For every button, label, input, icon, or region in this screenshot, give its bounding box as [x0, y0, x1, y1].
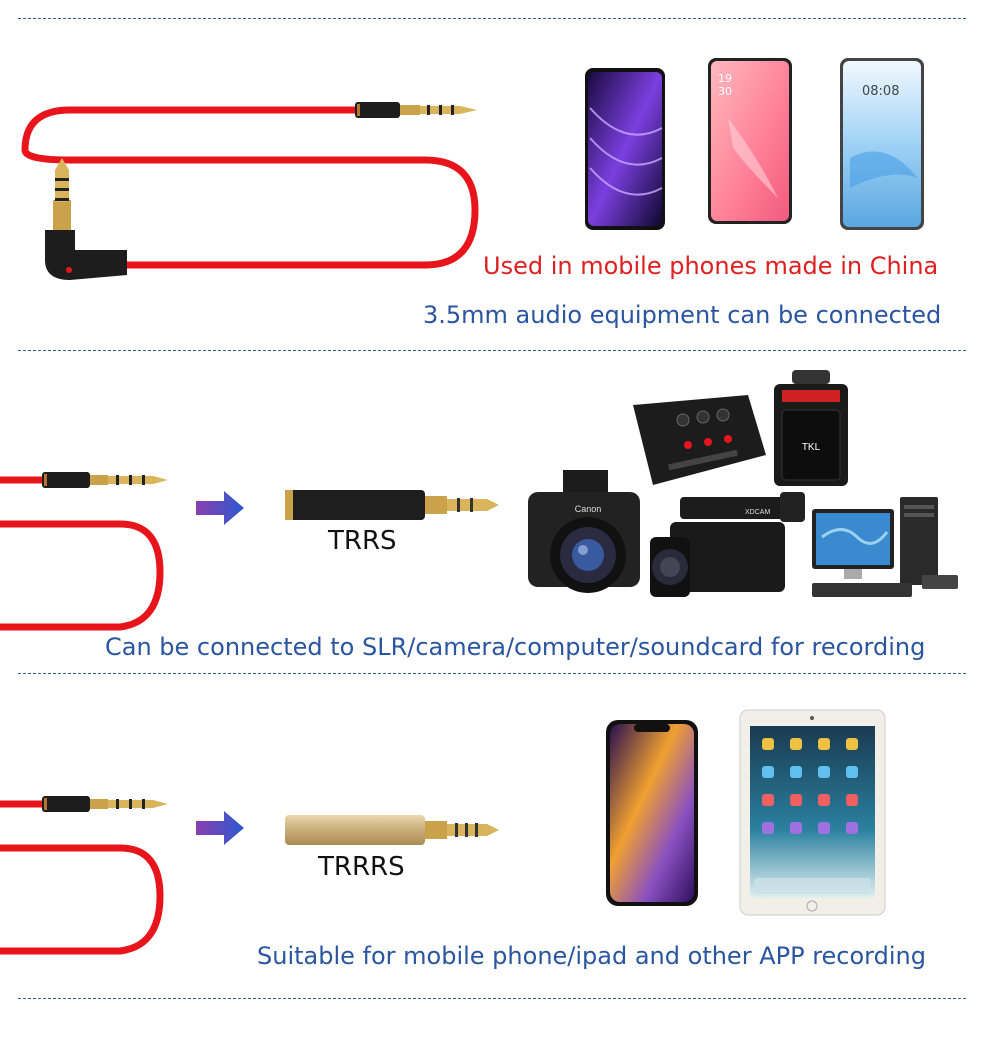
divider-1	[18, 350, 966, 351]
angled-audio-cable	[21, 102, 479, 280]
svg-text:XDCAM: XDCAM	[745, 509, 770, 516]
arrow-right-icon	[196, 491, 244, 525]
desktop-computer-icon	[812, 497, 958, 597]
trrs-label: TRRS	[328, 526, 397, 556]
iphone-icon	[606, 720, 698, 906]
cable-plug-section2	[0, 472, 168, 631]
divider-top	[18, 18, 966, 19]
divider-bottom	[18, 998, 966, 999]
divider-2	[18, 673, 966, 674]
speaker-icon: TKL	[774, 370, 848, 486]
camcorder-icon: XDCAM	[650, 492, 805, 597]
arrow-right-icon	[196, 811, 244, 845]
svg-text:Canon: Canon	[575, 504, 602, 514]
pink-phone-clock: 19 30	[718, 72, 732, 98]
blue-phone-clock: 08:08	[862, 84, 900, 99]
ipad-icon	[739, 709, 886, 916]
soundcard-icon	[633, 395, 766, 485]
cable-plug-section3	[0, 796, 168, 955]
svg-text:TKL: TKL	[802, 442, 821, 453]
android-phone-purple-icon	[585, 68, 665, 230]
trrrs-label: TRRRS	[318, 852, 405, 882]
android-phone-pink-icon	[708, 58, 792, 224]
section2-caption: Can be connected to SLR/camera/computer/…	[105, 633, 926, 661]
android-phone-blue-icon	[840, 58, 924, 230]
section3-caption: Suitable for mobile phone/ipad and other…	[257, 942, 926, 970]
trrrs-adapter-gold	[285, 815, 499, 845]
trrs-adapter-black	[285, 490, 499, 520]
section1-caption-blue: 3.5mm audio equipment can be connected	[423, 301, 942, 329]
dslr-camera-icon: Canon	[528, 470, 640, 593]
section1-caption-red: Used in mobile phones made in China	[483, 252, 939, 280]
